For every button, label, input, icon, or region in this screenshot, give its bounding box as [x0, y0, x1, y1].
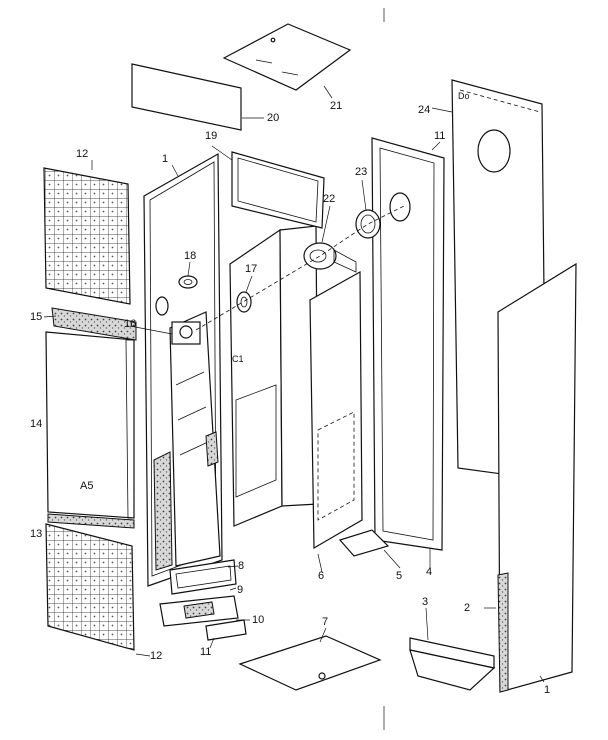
part-7-bottom-plate — [238, 635, 382, 691]
part-17-grommet — [236, 291, 252, 313]
centerline — [195, 205, 405, 331]
callout-14: 14 — [30, 418, 43, 430]
callout-18: 18 — [184, 250, 197, 262]
callout-10: 10 — [252, 614, 265, 626]
part-23-ring — [355, 209, 381, 239]
callout-11-top: 11 — [434, 130, 446, 142]
label-a5: A5 — [80, 480, 94, 492]
part-13-strip — [47, 513, 135, 529]
part-6-baffle — [309, 270, 363, 550]
part-8-gasket — [169, 559, 237, 595]
part-15-filter-strip — [51, 307, 137, 341]
part-16-heat-exchanger — [169, 311, 221, 567]
part-3-bracket — [409, 637, 496, 691]
leader-lines — [43, 8, 545, 730]
callout-24: 24 — [418, 104, 431, 116]
callout-4: 4 — [426, 566, 433, 578]
callout-2: 2 — [464, 602, 471, 614]
callout-11-bottom: 11 — [200, 646, 212, 658]
callout-17: 17 — [245, 263, 258, 275]
label-do: Do — [458, 91, 470, 101]
callout-3: 3 — [422, 596, 429, 608]
part-1-side-panel — [497, 262, 577, 693]
part-14-front-panel — [45, 331, 135, 519]
callout-23: 23 — [355, 166, 368, 178]
callout-9: 9 — [237, 584, 244, 596]
part-12-lower-grille — [45, 523, 135, 651]
callout-22: 22 — [323, 193, 336, 205]
part-20-top-panel — [131, 63, 242, 131]
callout-1-bottom: 1 — [544, 684, 551, 696]
callout-7: 7 — [322, 616, 329, 628]
part-11-bracket — [205, 619, 247, 641]
part-5-base-tray — [338, 529, 390, 557]
part-10-burner-box — [159, 595, 239, 627]
callout-1-top: 1 — [162, 153, 169, 165]
callout-12-bottom: 12 — [150, 650, 163, 662]
callout-6: 6 — [318, 570, 325, 582]
part-21-top-cover — [222, 23, 352, 91]
callout-5: 5 — [396, 570, 403, 582]
part-11-gasket-frame — [371, 137, 445, 551]
callout-21: 21 — [330, 100, 343, 112]
callout-16: 16 — [124, 318, 137, 330]
callout-13: 13 — [30, 528, 43, 540]
callout-19: 19 — [205, 130, 218, 142]
callout-8: 8 — [238, 560, 245, 572]
part-12-upper-grille — [43, 167, 131, 305]
part-22-flue-collar — [303, 242, 357, 273]
callout-12-top: 12 — [76, 148, 89, 160]
part-18-grommet — [178, 275, 198, 289]
inner-back-panel — [229, 225, 319, 527]
side-hole — [155, 296, 169, 316]
label-c1: C1 — [232, 354, 244, 364]
callout-15: 15 — [30, 311, 43, 323]
callout-20: 20 — [267, 112, 280, 124]
part-19-frame — [231, 151, 325, 229]
